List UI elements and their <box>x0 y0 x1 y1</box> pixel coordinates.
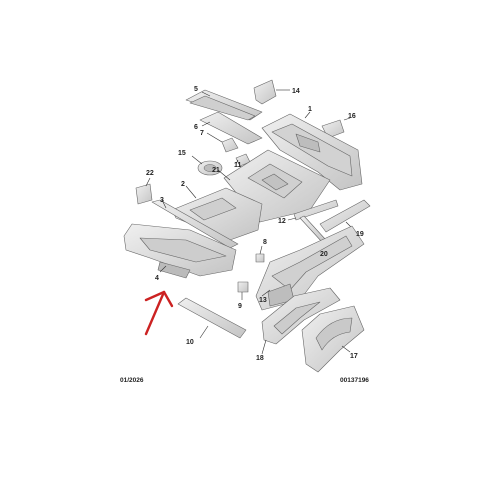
callout-21: 21 <box>212 167 220 174</box>
part-9-clip <box>237 281 249 293</box>
part-3-strip <box>151 199 239 249</box>
part-7-clip <box>221 137 239 153</box>
callout-13: 13 <box>259 297 267 304</box>
leader-line <box>261 339 267 355</box>
callout-3: 3 <box>160 197 164 204</box>
leader-line <box>261 289 271 297</box>
part-1-rear-panel <box>261 113 363 191</box>
callout-5: 5 <box>194 86 198 93</box>
callout-18: 18 <box>256 355 264 362</box>
part-5-rail <box>185 89 263 121</box>
callout-15: 15 <box>178 150 186 157</box>
leader-line <box>145 177 151 187</box>
leader-line <box>199 325 209 339</box>
callout-14: 14 <box>292 88 300 95</box>
leader-line <box>287 217 297 221</box>
footer-reference: 00137196 <box>340 377 369 384</box>
callout-1: 1 <box>308 106 312 113</box>
callout-7: 7 <box>200 130 204 137</box>
leader-line <box>191 155 203 165</box>
callout-10: 10 <box>186 339 194 346</box>
leader-line <box>259 245 263 255</box>
part-2-floor-panel <box>171 187 263 241</box>
leader-line <box>201 91 211 97</box>
part-19-rail <box>319 199 371 233</box>
callout-22: 22 <box>146 170 154 177</box>
leader-line <box>206 132 223 143</box>
part-10-bar <box>177 297 247 339</box>
callout-19: 19 <box>356 231 364 238</box>
part-22-bracket <box>135 183 153 205</box>
leader-line <box>341 345 351 353</box>
callout-8: 8 <box>263 239 267 246</box>
callout-9: 9 <box>238 303 242 310</box>
part-18-lower-member <box>261 287 341 345</box>
callout-12: 12 <box>278 218 286 225</box>
part-20-bar <box>299 215 327 243</box>
part-4-cross-member <box>123 223 237 279</box>
callout-20: 20 <box>320 251 328 258</box>
footer-date: 01/2026 <box>120 377 144 384</box>
part-6-rail <box>199 111 263 145</box>
part-15-cap <box>197 160 223 176</box>
leader-line <box>161 199 167 209</box>
annotation-arrow <box>144 290 174 336</box>
part-17-wheel-arch <box>301 305 365 373</box>
callout-4: 4 <box>155 275 159 282</box>
leader-line <box>235 159 239 165</box>
part-13-side-member <box>255 225 365 311</box>
leader-line <box>201 121 211 127</box>
callout-17: 17 <box>350 353 358 360</box>
callout-2: 2 <box>181 181 185 188</box>
leader-line <box>185 185 197 199</box>
leader-line <box>304 111 311 119</box>
leader-line <box>343 117 351 121</box>
callout-16: 16 <box>348 113 356 120</box>
leader-line <box>217 169 231 181</box>
part-8-clip <box>255 253 265 263</box>
part-14-bracket <box>253 79 277 105</box>
leader-line <box>159 265 167 273</box>
callout-6: 6 <box>194 124 198 131</box>
callout-11: 11 <box>234 162 242 169</box>
